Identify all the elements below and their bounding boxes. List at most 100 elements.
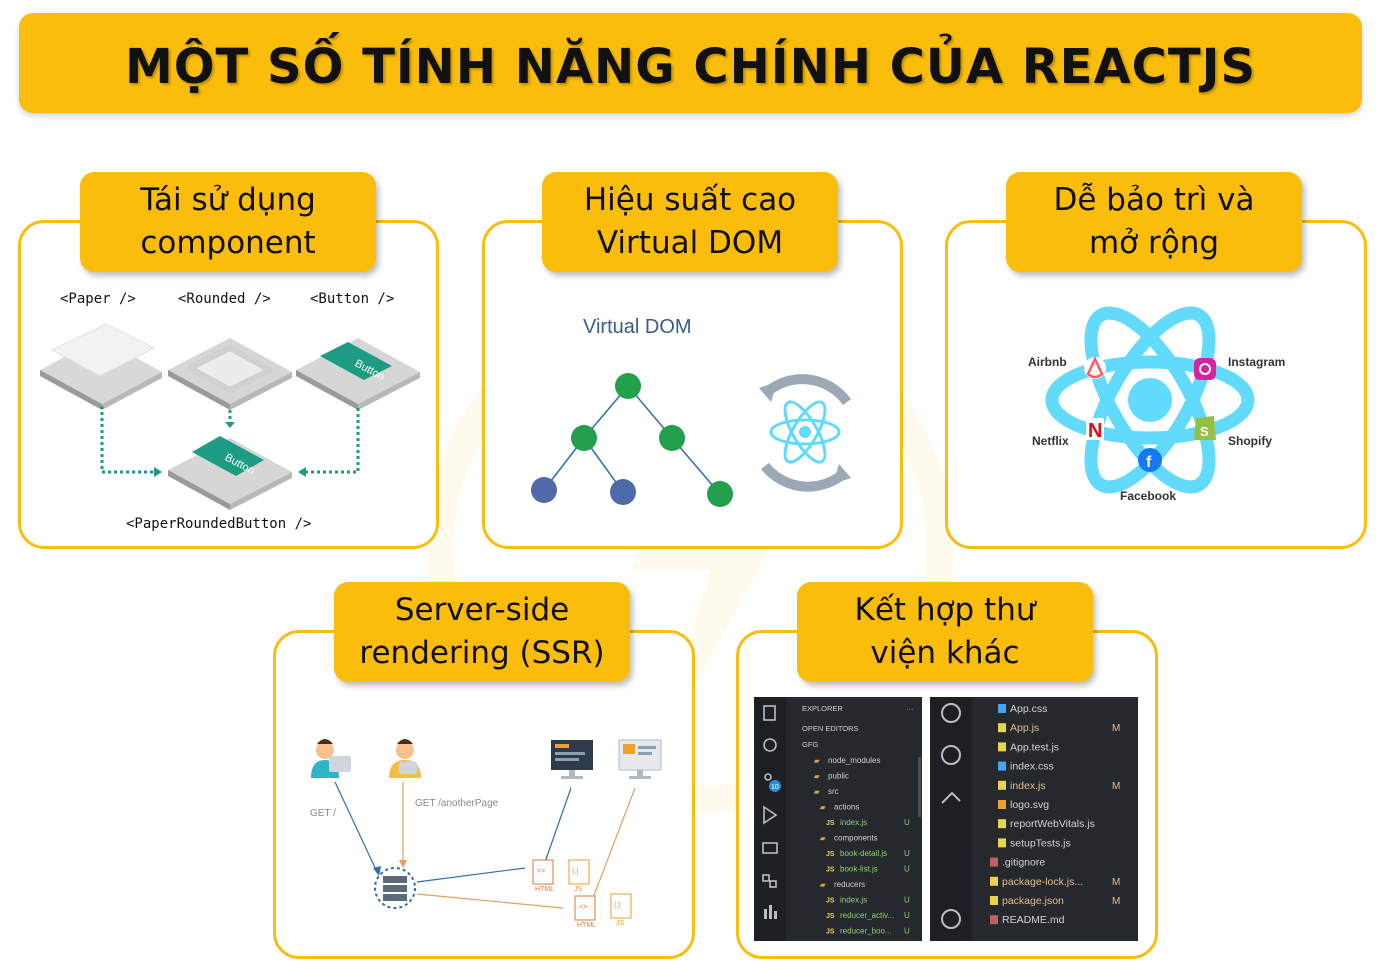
component-composition-diagram: Button Button: [40, 323, 420, 510]
file-icon: [998, 761, 1006, 771]
folder-icon: ▰: [819, 805, 826, 812]
tree-node: [610, 479, 636, 505]
search-icon: [763, 738, 777, 752]
account-icon: [941, 909, 961, 929]
button-tile: Button: [296, 338, 420, 410]
explorer-item[interactable]: book-detail.js: [840, 849, 887, 858]
composition-arrows: [100, 406, 360, 474]
react-sync-icon: [759, 374, 852, 492]
git-status-badge: U: [904, 865, 910, 874]
monitor-icon: [551, 740, 593, 779]
explorer-item[interactable]: book-list.js: [840, 865, 878, 874]
git-status-badge: U: [904, 927, 910, 936]
feature-label-libraries: Kết hợp thư viện khác: [797, 582, 1093, 682]
file-icon: [998, 800, 1006, 809]
folder-icon: ▰: [813, 758, 820, 765]
explorer-item[interactable]: reducers: [834, 880, 865, 889]
project-label: GFG: [802, 740, 818, 749]
svg-text:N: N: [1088, 420, 1102, 442]
file-item[interactable]: index.js: [1010, 780, 1046, 792]
server-icon: [374, 867, 416, 909]
file-item[interactable]: package.json: [1002, 895, 1064, 907]
git-status-badge: U: [904, 911, 910, 920]
file-item[interactable]: setupTests.js: [1010, 837, 1071, 849]
svg-text:<>: <>: [579, 904, 587, 911]
share-icon: [941, 791, 961, 804]
git-status-badge: M: [1112, 781, 1120, 792]
paper-tile: [40, 323, 162, 410]
brand-label-facebook: Facebook: [1120, 489, 1176, 503]
scrollbar[interactable]: [918, 757, 921, 817]
tree-edges: [543, 385, 721, 495]
html-tag: HTML: [577, 922, 596, 929]
react-ecosystem-diagram: N S f Airbnb Instagram Netflix Shopify F…: [1028, 306, 1285, 503]
user-icon: [311, 739, 351, 778]
file-item[interactable]: README.md: [1002, 914, 1065, 926]
git-status-badge: M: [1112, 723, 1120, 734]
file-icon: [990, 857, 998, 867]
brand-label-netflix: Netflix: [1032, 434, 1069, 448]
explorer-item[interactable]: public: [828, 772, 849, 781]
tree-node: [531, 477, 557, 503]
request-arrows: [334, 781, 636, 909]
instagram-icon: [1194, 358, 1216, 380]
git-status-badge: U: [904, 849, 910, 858]
rounded-tile: [168, 338, 292, 410]
folder-icon: ▰: [819, 836, 826, 843]
js-file-icon: JS: [826, 913, 835, 920]
file-item[interactable]: logo.svg: [1010, 799, 1049, 811]
remote-icon: [762, 842, 778, 854]
github-icon: [941, 745, 961, 765]
file-item[interactable]: App.js: [1010, 722, 1039, 734]
file-item[interactable]: .gitignore: [1002, 857, 1045, 869]
run-debug-icon: [763, 805, 778, 825]
explorer-item[interactable]: reducer_boo...: [840, 927, 892, 936]
svg-text:···: ···: [906, 704, 914, 713]
label-line: rendering (SSR): [359, 635, 605, 671]
folder-icon: ▰: [819, 882, 826, 889]
explorer-item[interactable]: index.js: [840, 896, 867, 905]
ssr-diagram: <> HTML {;} JS <> HTML {;} JS GET / GET …: [310, 739, 662, 929]
ide-explorer-panel: 10 EXPLORER ··· OPEN EDITORS GFG ▰node_m…: [754, 697, 922, 941]
file-item[interactable]: package-lock.js...: [1002, 876, 1083, 888]
html-file-icon: <> HTML: [532, 859, 554, 893]
feature-label-maintain: Dễ bảo trì và mở rộng: [1006, 172, 1302, 272]
open-editors-label: OPEN EDITORS: [802, 724, 859, 733]
file-item[interactable]: App.test.js: [1010, 741, 1059, 753]
title-banner: MỘT SỐ TÍNH NĂNG CHÍNH CỦA REACTJS: [19, 13, 1362, 113]
badge: [769, 780, 781, 792]
file-item[interactable]: App.css: [1010, 703, 1047, 715]
button-tag: <Button />: [310, 291, 395, 307]
js-file-icon: {;} JS: [610, 893, 632, 927]
file-item[interactable]: index.css: [1010, 761, 1054, 773]
file-icon: [990, 876, 998, 886]
paper-tag: <Paper />: [60, 291, 136, 307]
explorer-item[interactable]: actions: [834, 803, 859, 812]
user-icon: [389, 739, 421, 778]
label-line: Dễ bảo trì và: [1053, 182, 1255, 218]
page-title: MỘT SỐ TÍNH NĂNG CHÍNH CỦA REACTJS: [124, 39, 1257, 95]
label-line: Virtual DOM: [596, 225, 784, 261]
file-icon: [998, 704, 1006, 713]
source-control-icon: [764, 773, 772, 781]
explorer-item[interactable]: node_modules: [828, 756, 880, 765]
explorer-item[interactable]: components: [834, 834, 878, 843]
feature-label-ssr: Server-side rendering (SSR): [334, 582, 630, 682]
explorer-item[interactable]: src: [828, 787, 839, 796]
airbnb-icon: [1084, 356, 1106, 379]
request-label: GET /anotherPage: [415, 798, 499, 809]
explorer-item[interactable]: reducer_activ...: [840, 911, 894, 920]
svg-text:{;}: {;}: [572, 868, 579, 875]
file-item[interactable]: reportWebVitals.js: [1010, 818, 1095, 830]
svg-text:<>: <>: [537, 868, 545, 875]
html-tag: HTML: [535, 886, 554, 893]
brand-label-shopify: Shopify: [1228, 434, 1272, 448]
explorer-item[interactable]: index.js: [840, 818, 867, 827]
label-line: component: [140, 225, 316, 261]
js-file-icon: JS: [826, 867, 835, 874]
file-icon: [990, 896, 998, 905]
file-icon: [998, 742, 1006, 752]
svg-text:f: f: [1146, 454, 1152, 471]
svg-text:{;}: {;}: [614, 902, 621, 909]
